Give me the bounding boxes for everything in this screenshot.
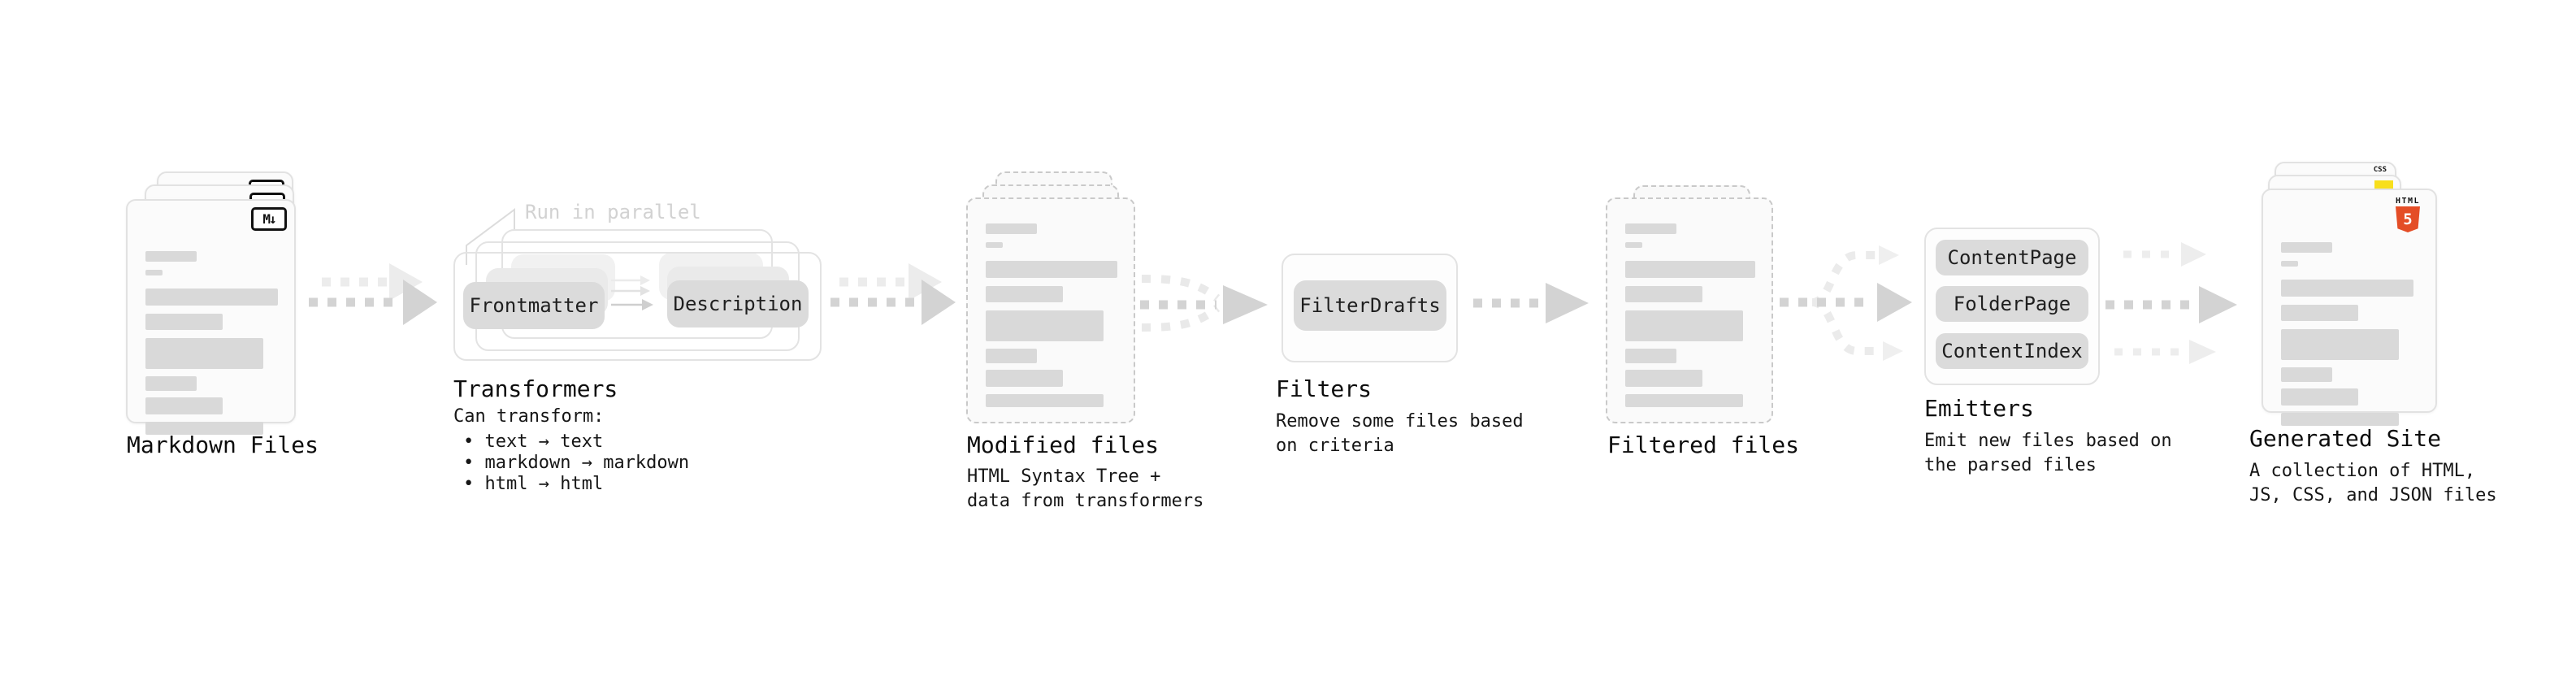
filters-label: Filters <box>1276 375 1373 402</box>
generated-site-label: Generated Site <box>2249 425 2442 452</box>
modified-files-label: Modified files <box>967 432 1160 458</box>
frontmatter-pill: Frontmatter <box>463 282 605 329</box>
contentpage-pill: ContentPage <box>1936 240 2088 275</box>
description-pill: Description <box>667 280 809 327</box>
filters-description: Remove some files based on criteria <box>1276 411 1524 456</box>
arrow-transformers-to-modified <box>830 263 956 325</box>
html5-shield: 5 <box>2396 206 2420 232</box>
document-placeholder-lines <box>2281 242 2413 426</box>
generated-site-stack: CSS HTML 5 <box>2262 162 2437 426</box>
html5-icon: HTML 5 <box>2390 197 2426 232</box>
markdown-files-label: Markdown Files <box>127 432 319 458</box>
generated-html-card: HTML 5 <box>2262 189 2437 426</box>
transformers-description: Can transform: <box>453 406 605 427</box>
transformer-layer-front: Frontmatter Description <box>453 252 822 361</box>
js-icon <box>2374 180 2393 191</box>
filtered-files-stack <box>1606 185 1773 423</box>
arrows-emitters-to-generated <box>2105 242 2237 364</box>
filtered-files-label: Filtered files <box>1607 432 1800 458</box>
modified-files-stack <box>966 171 1135 423</box>
emitters-box: ContentPage FolderPage ContentIndex <box>1924 228 2100 385</box>
markdown-icon: M↓ <box>251 207 287 231</box>
arrow-markdown-to-transformers <box>309 263 437 325</box>
filters-box: FilterDrafts <box>1281 254 1458 362</box>
bullet-item: markdown → markdown <box>463 453 690 474</box>
document-placeholder-lines <box>986 223 1117 407</box>
modified-file-card-front <box>966 197 1135 423</box>
filtered-file-card-front <box>1606 197 1773 423</box>
modified-files-description: HTML Syntax Tree + data from transformer… <box>967 466 1204 511</box>
transformers-label: Transformers <box>453 375 618 402</box>
html5-word: HTML <box>2395 197 2421 206</box>
emitters-label: Emitters <box>1924 395 2034 422</box>
bullet-item: text → text <box>463 432 689 453</box>
arrow-filtered-to-emitters-diverge <box>1780 245 1912 361</box>
markdown-file-card-front: M↓ <box>126 199 296 435</box>
document-placeholder-lines <box>145 251 278 435</box>
filterdrafts-pill: FilterDrafts <box>1294 280 1446 331</box>
run-in-parallel-leader-line <box>466 208 515 265</box>
markdown-files-stack: M↓ M↓ M↓ <box>126 171 296 435</box>
arrow-filters-to-filtered <box>1473 283 1589 323</box>
run-in-parallel-note: Run in parallel <box>525 201 701 223</box>
folderpage-pill: FolderPage <box>1936 286 2088 322</box>
pill-to-pill-arrows <box>611 275 653 310</box>
contentindex-pill: ContentIndex <box>1936 333 2088 369</box>
document-placeholder-lines <box>1625 223 1755 407</box>
arrow-modified-to-filters-converge <box>1140 275 1268 332</box>
generated-site-description: A collection of HTML, JS, CSS, and JSON … <box>2249 461 2497 505</box>
bullet-item: html → html <box>463 474 689 495</box>
transformers-bullet-list: text → text markdown → markdown html → h… <box>463 432 690 495</box>
emitters-description: Emit new files based on the parsed files <box>1924 431 2172 475</box>
